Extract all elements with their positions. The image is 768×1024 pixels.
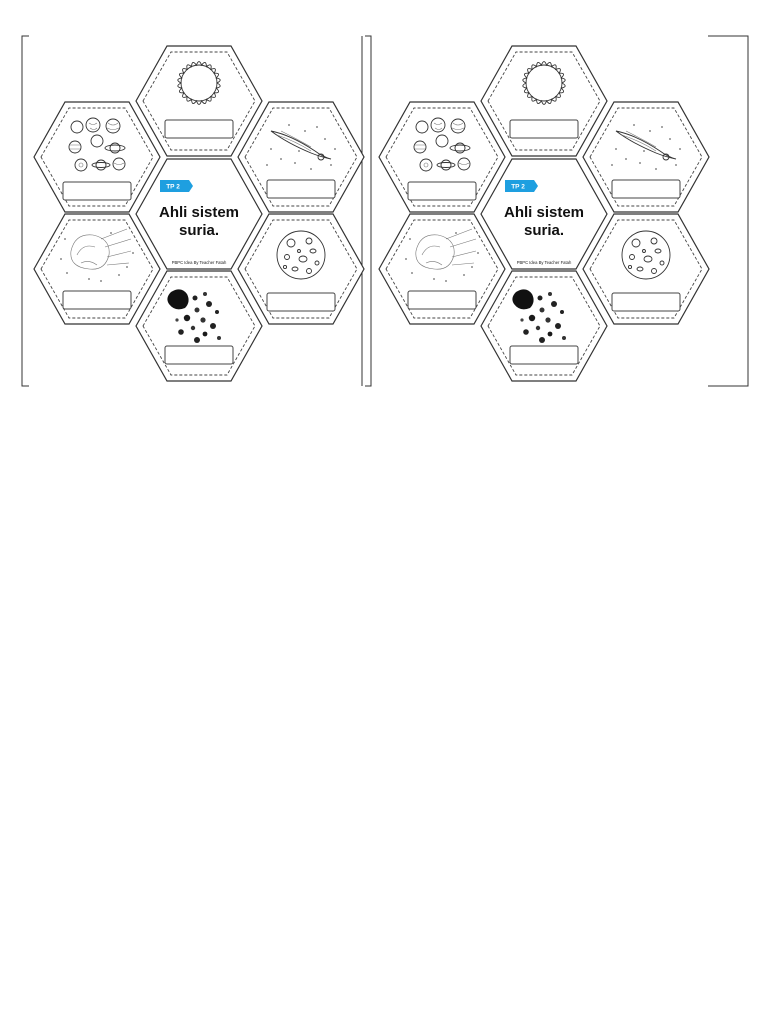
tp-tag: TP 2 xyxy=(160,180,193,192)
answer-box-moon[interactable] xyxy=(611,292,681,312)
tp-tag: TP 2 xyxy=(505,180,538,192)
title-line-1: Ahli sistem xyxy=(159,204,239,221)
hex-planets xyxy=(33,101,161,213)
answer-box-moon[interactable] xyxy=(266,292,336,312)
answer-box-asteroids[interactable] xyxy=(164,345,234,365)
hex-asteroids xyxy=(135,270,263,382)
hex-title: TP 2 Ahli sistem suria. PBPC Idea By Tea… xyxy=(135,158,263,270)
hex-asteroids xyxy=(480,270,608,382)
answer-box-planets[interactable] xyxy=(407,181,477,201)
hex-meteor xyxy=(33,213,161,325)
card-right: TP 2 Ahli sistem suria. PBPC Idea By Tea… xyxy=(365,35,749,387)
hex-comet xyxy=(582,101,710,213)
answer-box-meteor[interactable] xyxy=(407,290,477,310)
hex-moon xyxy=(582,213,710,325)
title-line-2: suria. xyxy=(179,222,219,239)
credit-text: PBPC Idea By Teacher Fatah xyxy=(172,260,227,265)
hex-sun xyxy=(480,45,608,157)
title-line-1: Ahli sistem xyxy=(504,204,584,221)
answer-box-sun[interactable] xyxy=(164,119,234,139)
answer-box-meteor[interactable] xyxy=(62,290,132,310)
bracket-right xyxy=(708,35,749,387)
answer-box-planets[interactable] xyxy=(62,181,132,201)
answer-box-sun[interactable] xyxy=(509,119,579,139)
hex-moon xyxy=(237,213,365,325)
bracket-middle xyxy=(365,35,372,387)
answer-box-comet[interactable] xyxy=(611,179,681,199)
hex-sun xyxy=(135,45,263,157)
card-left: TP 2 Ahli sistem suria. PBPC Idea By Tea… xyxy=(21,35,365,387)
tp-tag-label: TP 2 xyxy=(166,184,180,191)
answer-box-comet[interactable] xyxy=(266,179,336,199)
bracket-left xyxy=(21,35,29,387)
answer-box-asteroids[interactable] xyxy=(509,345,579,365)
title-line-2: suria. xyxy=(524,222,564,239)
hex-meteor xyxy=(378,213,506,325)
hex-title: TP 2 Ahli sistem suria. PBPC Idea By Tea… xyxy=(480,158,608,270)
credit-text: PBPC Idea By Teacher Fatah xyxy=(517,260,572,265)
tp-tag-label: TP 2 xyxy=(511,184,525,191)
worksheet-sheet: TP 2 Ahli sistem suria. PBPC Idea By Tea… xyxy=(21,35,749,387)
hex-planets xyxy=(378,101,506,213)
hex-comet xyxy=(237,101,365,213)
